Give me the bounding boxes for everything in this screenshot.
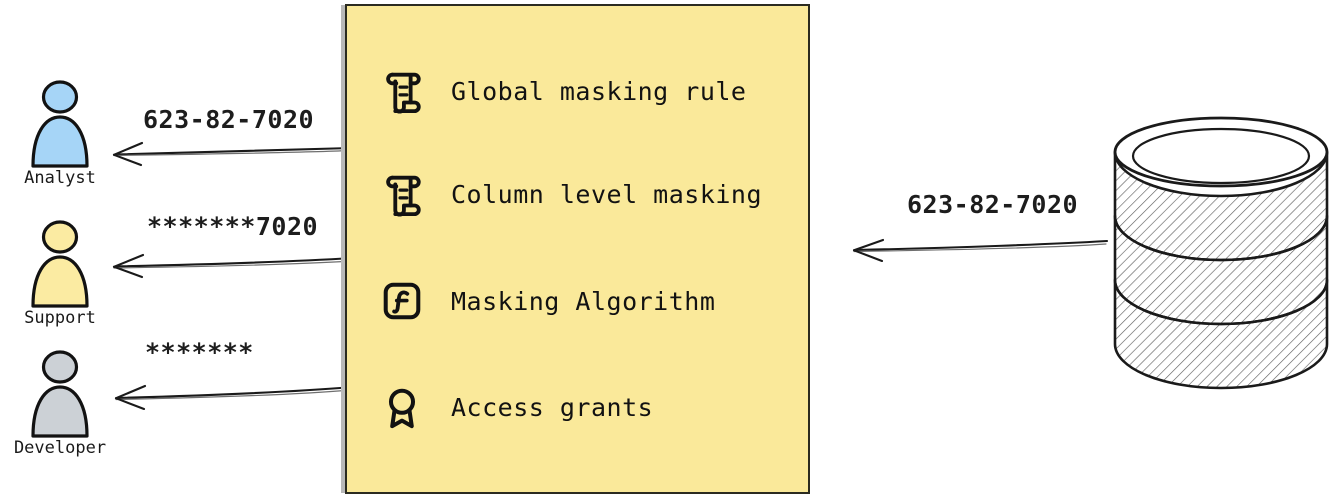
policy-box: Global masking rule Column level masking…: [345, 4, 810, 494]
policy-item-access-grants[interactable]: Access grants: [379, 384, 653, 430]
scroll-document-icon: [386, 72, 421, 114]
user-avatar-icon: [31, 350, 89, 438]
persona-developer[interactable]: Developer: [0, 348, 120, 458]
scroll-document-icon: [386, 175, 421, 217]
policy-item-label: Access grants: [451, 392, 654, 422]
arrow-left-icon: [114, 384, 354, 410]
arrow-left-icon: [852, 238, 1109, 262]
arrow-left-icon: [112, 141, 354, 167]
persona-support[interactable]: Support: [0, 218, 120, 328]
arrow-left-icon: [112, 253, 354, 279]
arrow-label-developer: *******: [145, 338, 254, 367]
policy-item-label: Global masking rule: [451, 76, 747, 106]
policy-item-label: Masking Algorithm: [451, 286, 716, 316]
arrow-label-database: 623-82-7020: [907, 190, 1079, 219]
award-ribbon-icon: [388, 388, 416, 429]
user-avatar-icon: [31, 80, 89, 168]
policy-item-masking-algorithm[interactable]: Masking Algorithm: [379, 278, 715, 324]
persona-label: Analyst: [24, 168, 96, 188]
arrow-label-analyst: 623-82-7020: [143, 105, 315, 134]
user-avatar-icon: [31, 220, 89, 308]
persona-label: Support: [24, 308, 96, 328]
policy-item-label: Column level masking: [451, 179, 763, 209]
persona-analyst[interactable]: Analyst: [0, 78, 120, 188]
policy-item-global-masking-rule[interactable]: Global masking rule: [379, 68, 746, 114]
arrow-label-support: *******7020: [147, 212, 319, 241]
policy-item-column-level-masking[interactable]: Column level masking: [379, 171, 762, 217]
function-square-icon: [383, 282, 421, 320]
database-cylinder-icon: [1113, 116, 1329, 390]
persona-label: Developer: [13, 438, 107, 458]
